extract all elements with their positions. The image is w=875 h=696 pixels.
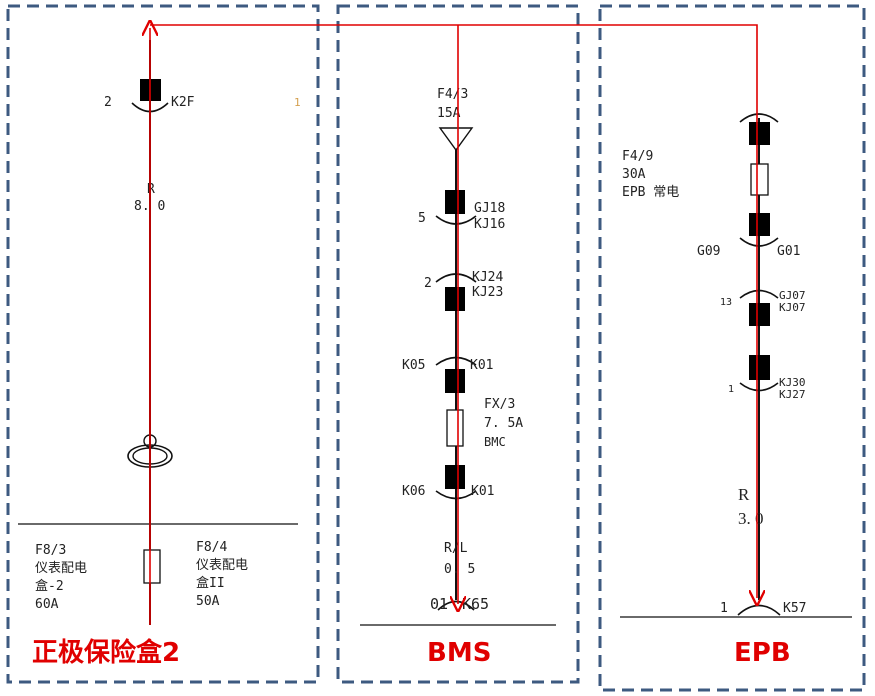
right-c3-b: KJ27 xyxy=(779,388,806,401)
left-fuse-b-desc1: 仪表配电 xyxy=(196,558,248,573)
right-c3-pin: 1 xyxy=(728,384,734,395)
right-c1-right: G01 xyxy=(777,244,800,259)
middle-c1-arc xyxy=(435,215,477,225)
right-fuse-rating: 30A xyxy=(622,167,646,182)
panel-left: 2 K2F 1 R 8. 0 F8/3 仪表配电 盒-2 60A F8/4 仪表… xyxy=(18,40,301,668)
middle-c4-arc xyxy=(435,490,477,500)
right-c3-a: KJ30 xyxy=(779,376,806,389)
middle-c4-left: K06 xyxy=(402,484,425,499)
red-path-top xyxy=(150,24,757,598)
right-fuse-name: F4/9 xyxy=(622,149,653,164)
right-wire-color: R xyxy=(738,485,750,504)
middle-c4-right: K01 xyxy=(471,484,494,499)
middle-c1-b: KJ16 xyxy=(474,217,505,232)
middle-fx-name: FX/3 xyxy=(484,397,515,412)
middle-c3-left: K05 xyxy=(402,358,425,373)
middle-fuse-top-rating: 15A xyxy=(437,106,461,121)
right-c3-block xyxy=(749,355,770,380)
middle-c2-b: KJ23 xyxy=(472,285,503,300)
left-stray-mark: 1 xyxy=(294,96,301,109)
middle-c4-block xyxy=(445,465,465,489)
right-end-name: K57 xyxy=(783,601,806,616)
middle-c2-block xyxy=(445,287,465,311)
middle-c2-arc xyxy=(435,273,477,283)
middle-fx-rating: 7. 5A xyxy=(484,416,523,431)
left-fuse-b-rating: 50A xyxy=(196,594,220,609)
middle-wire-size: 0. 5 xyxy=(444,562,475,577)
left-connector-name: K2F xyxy=(171,95,195,110)
right-fuse-desc: EPB 常电 xyxy=(622,185,679,200)
right-c0-block xyxy=(749,122,770,145)
right-c1-left: G09 xyxy=(697,244,720,259)
right-wire-size: 3. 0 xyxy=(738,509,764,528)
panel-right-frame xyxy=(598,4,866,692)
right-end-arc xyxy=(737,604,781,616)
middle-c1-block xyxy=(445,190,465,214)
middle-fx-desc: BMC xyxy=(484,435,506,449)
panel-middle-frame xyxy=(336,4,580,684)
right-fuse xyxy=(750,163,769,196)
left-fuse-a-rating: 60A xyxy=(35,597,59,612)
middle-c3-arc xyxy=(435,356,477,366)
right-c3-arc xyxy=(739,382,779,392)
left-connector-pin: 2 xyxy=(104,95,112,110)
panel-middle: F4/3 15A 5 GJ18 KJ16 2 KJ24 KJ23 K05 K01… xyxy=(360,87,556,668)
middle-c2-a: KJ24 xyxy=(472,270,503,285)
left-fuse-a-name: F8/3 xyxy=(35,543,66,558)
right-c2-block xyxy=(749,303,770,326)
middle-wire-color: R/L xyxy=(444,541,468,556)
right-c1-block xyxy=(749,213,770,236)
left-fuse-a-desc2: 盒-2 xyxy=(35,578,64,594)
panel-left-frame xyxy=(6,4,320,684)
right-c2-a: GJ07 xyxy=(779,289,806,302)
middle-end-name: K65 xyxy=(462,595,489,613)
left-fuse-a-desc1: 仪表配电 xyxy=(35,561,87,576)
right-end-pin: 1 xyxy=(720,601,728,616)
right-c2-b: KJ07 xyxy=(779,301,806,314)
left-fuse xyxy=(143,549,161,584)
right-panel-title: EPB xyxy=(734,638,791,668)
right-c2-pin: 13 xyxy=(720,297,732,308)
left-fuse-b-desc2: 盒II xyxy=(196,575,225,591)
middle-fuse-top-name: F4/3 xyxy=(437,87,468,102)
right-c1-arc xyxy=(739,237,779,247)
panel-right: F4/9 30A EPB 常电 G09 G01 13 GJ07 KJ07 1 K… xyxy=(620,113,852,668)
middle-c3-right: K01 xyxy=(470,358,493,373)
middle-fuse-triangle xyxy=(438,127,474,152)
left-wire-color: R xyxy=(147,182,155,197)
current-path-highlight xyxy=(150,25,757,625)
middle-c3-block xyxy=(445,369,465,393)
right-c0-arc xyxy=(739,113,779,123)
middle-end-pin: 01 xyxy=(430,595,448,613)
middle-c2-pin: 2 xyxy=(424,276,432,291)
middle-c1-pin: 5 xyxy=(418,211,426,226)
left-panel-title: 正极保险盒2 xyxy=(32,637,180,668)
middle-panel-title: BMS xyxy=(427,638,491,668)
middle-c1-a: GJ18 xyxy=(474,201,505,216)
middle-fx-fuse xyxy=(446,409,464,447)
right-c2-arc xyxy=(739,289,779,299)
left-fuse-b-name: F8/4 xyxy=(196,540,227,555)
